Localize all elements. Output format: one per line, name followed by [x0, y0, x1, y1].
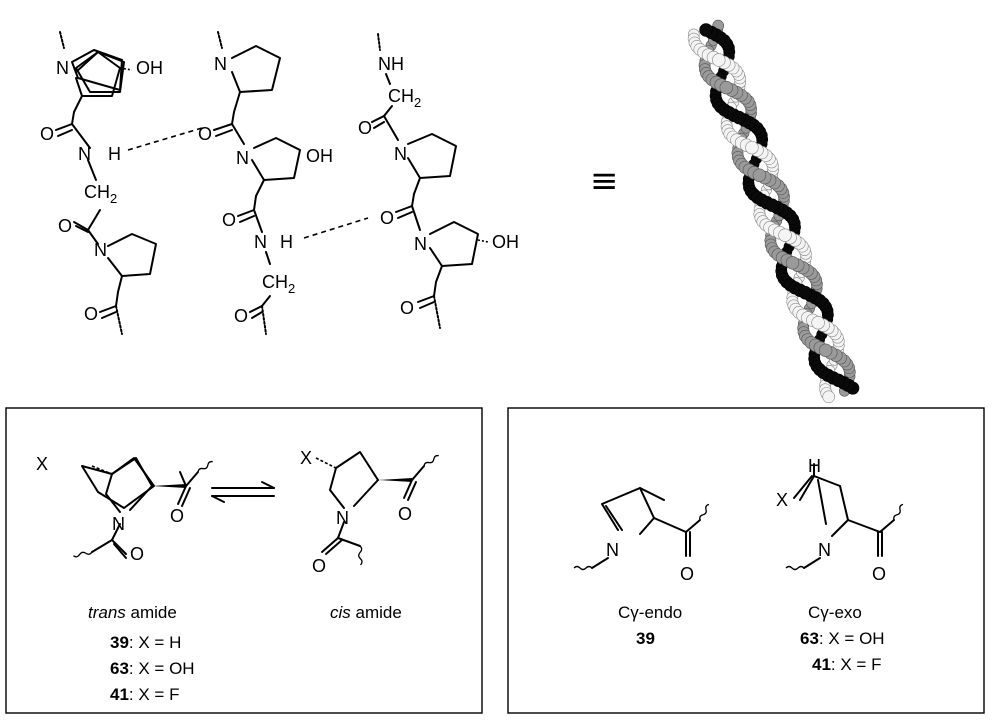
atom-h: H [108, 144, 121, 164]
atom-o: O [380, 208, 394, 228]
compound-41-entry: 41: X = F [110, 685, 179, 704]
atom-n: N [606, 540, 619, 560]
trans-amide-label: trans amide [88, 603, 177, 622]
equivalence-symbol: ≡ [590, 161, 619, 201]
cis-amide-label: cis amide [330, 603, 402, 622]
cgamma-exo-label: Cγ-exo [808, 603, 862, 622]
cgamma-exo-structure: H X N O [776, 456, 904, 584]
amide-isomer-panel [5, 407, 483, 714]
helix-atom-sphere [831, 373, 846, 387]
helix-atom-sphere [798, 286, 812, 300]
helix-atom-sphere [699, 23, 713, 37]
atom-oh: OH [492, 232, 519, 252]
atom-n: N [94, 240, 107, 260]
atom-o: O [234, 306, 248, 326]
atom-n: N [112, 514, 125, 534]
atom-o: O [58, 216, 72, 236]
equilibrium-arrows [211, 481, 275, 503]
atom-h: H [808, 456, 821, 476]
atom-x: X [300, 448, 312, 468]
atom-ch: CH [388, 86, 414, 106]
helix-atom-sphere [752, 168, 767, 182]
atom-o: O [398, 504, 412, 524]
helix-atom-sphere [818, 343, 833, 357]
atom-n: N [78, 144, 91, 164]
atom-oh: OH [136, 58, 163, 78]
atom-o: O [40, 124, 54, 144]
atom-o: O [680, 564, 694, 584]
helix-atom-sphere [785, 256, 800, 270]
atom-o: O [872, 564, 886, 584]
helix-atom-sphere [765, 198, 779, 212]
cis-amide-structure: X N O O [300, 448, 439, 576]
wedge-bond [152, 484, 186, 488]
helix-atom-sphere [822, 390, 836, 404]
atom-o: O [400, 298, 414, 318]
atom-n: N [214, 54, 227, 74]
helix-atom-sphere [745, 140, 759, 155]
helix-atom-sphere [712, 53, 726, 67]
atom-x: X [36, 454, 48, 474]
compound-63-entry: 63: X = OH [110, 659, 195, 678]
subscript-2: 2 [414, 95, 421, 110]
atom-h: H [280, 232, 293, 252]
helix-atom-sphere [778, 228, 792, 242]
helix-atom-sphere [811, 316, 825, 330]
compound-41-entry: 41: X = F [812, 655, 881, 674]
atom-n: N [818, 540, 831, 560]
triple-helix-model [687, 19, 860, 404]
atom-n: N [336, 508, 349, 528]
strand-2: N O N OH O N H CH 2 O [198, 31, 369, 335]
trans-amide-structure: X N O O [36, 454, 213, 564]
atom-ch: CH [262, 272, 288, 292]
strand-1: N OH O N H CH 2 O N O [40, 31, 203, 335]
atom-x: X [776, 490, 788, 510]
subscript-2: 2 [110, 191, 117, 206]
atom-n: N [394, 144, 407, 164]
atom-o: O [312, 556, 326, 576]
atom-o: O [84, 304, 98, 324]
atom-oh: OH [306, 146, 333, 166]
atom-n: N [414, 234, 427, 254]
cgamma-endo-label: Cγ-endo [618, 603, 682, 622]
atom-nh: NH [378, 54, 404, 74]
helix-atom-sphere [732, 110, 746, 125]
atom-ch: CH [84, 182, 110, 202]
atom-o: O [130, 544, 144, 564]
compound-39-label: 39 [636, 629, 655, 648]
cgamma-endo-structure: N O [573, 487, 710, 584]
atom-o: O [170, 506, 184, 526]
wedge-bond [378, 478, 412, 482]
compound-39-entry: 39: X = H [110, 633, 181, 652]
subscript-2: 2 [288, 281, 295, 296]
atom-o: O [222, 210, 236, 230]
atom-n: N [254, 232, 267, 252]
compound-63-entry: 63: X = OH [800, 629, 885, 648]
atom-o: O [358, 118, 372, 138]
atom-n: N [236, 148, 249, 168]
atom-o: O [198, 124, 212, 144]
strand-3: NH CH 2 O N O N OH O [358, 33, 519, 329]
helix-atom-sphere [719, 80, 733, 95]
atom-n: N [56, 58, 69, 78]
ring-pucker-panel [507, 407, 985, 714]
